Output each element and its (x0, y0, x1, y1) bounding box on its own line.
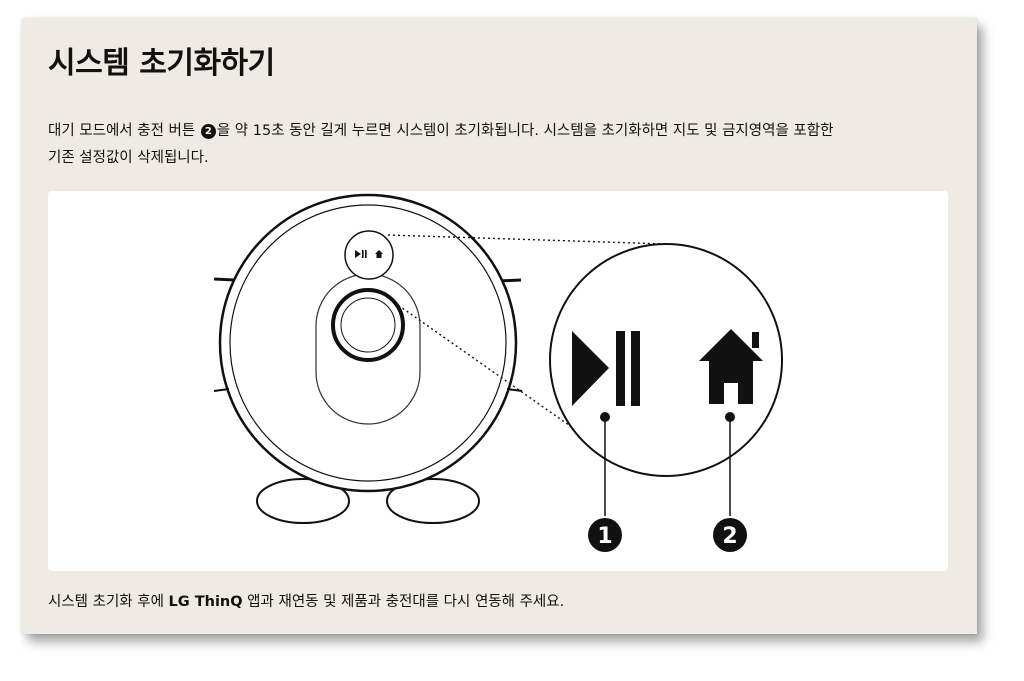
small-play-pause-icon (355, 250, 367, 258)
play-pause-icon (572, 331, 640, 406)
footer-text: 시스템 초기화 후에 LG ThinQ 앱과 재연동 및 제품과 충전대를 다시… (48, 590, 564, 611)
wheel-left (256, 478, 350, 524)
page-title: 시스템 초기화하기 (48, 46, 275, 81)
body-seam-left (213, 388, 230, 392)
description-part: 대기 모드에서 충전 버튼 (48, 123, 200, 139)
home-icon (699, 329, 763, 404)
button-area-marker (344, 230, 394, 280)
footer-part: 앱과 재연동 및 제품과 충전대를 다시 연동해 주세요. (242, 594, 565, 610)
description-part: 을 약 15초 동안 길게 누르면 시스템이 초기화됩니다. 시스템을 초기화하… (216, 123, 834, 139)
callout-number-1: 1 (597, 524, 612, 549)
lidar-inner (340, 297, 396, 353)
robot-vacuum-diagram: 1 2 (213, 193, 783, 552)
wheel-right (386, 478, 480, 524)
footer-part: 시스템 초기화 후에 (48, 594, 169, 610)
callout-badge-1 (588, 518, 622, 552)
robot-vacuum-illustration: 1 2 (48, 191, 948, 571)
lidar-sensor (331, 288, 405, 362)
callout-badge-2: 2 (200, 124, 216, 139)
brand-name: LG ThinQ (168, 594, 243, 610)
body-seam-right (506, 388, 523, 392)
robot-body-rim (229, 204, 507, 482)
small-home-icon (375, 250, 383, 258)
callout-badge-2 (713, 518, 747, 552)
callout-number-2: 2 (722, 524, 737, 549)
zoom-line-top (387, 234, 667, 245)
description-part: 기존 설정값이 삭제됩니다. (48, 150, 209, 166)
